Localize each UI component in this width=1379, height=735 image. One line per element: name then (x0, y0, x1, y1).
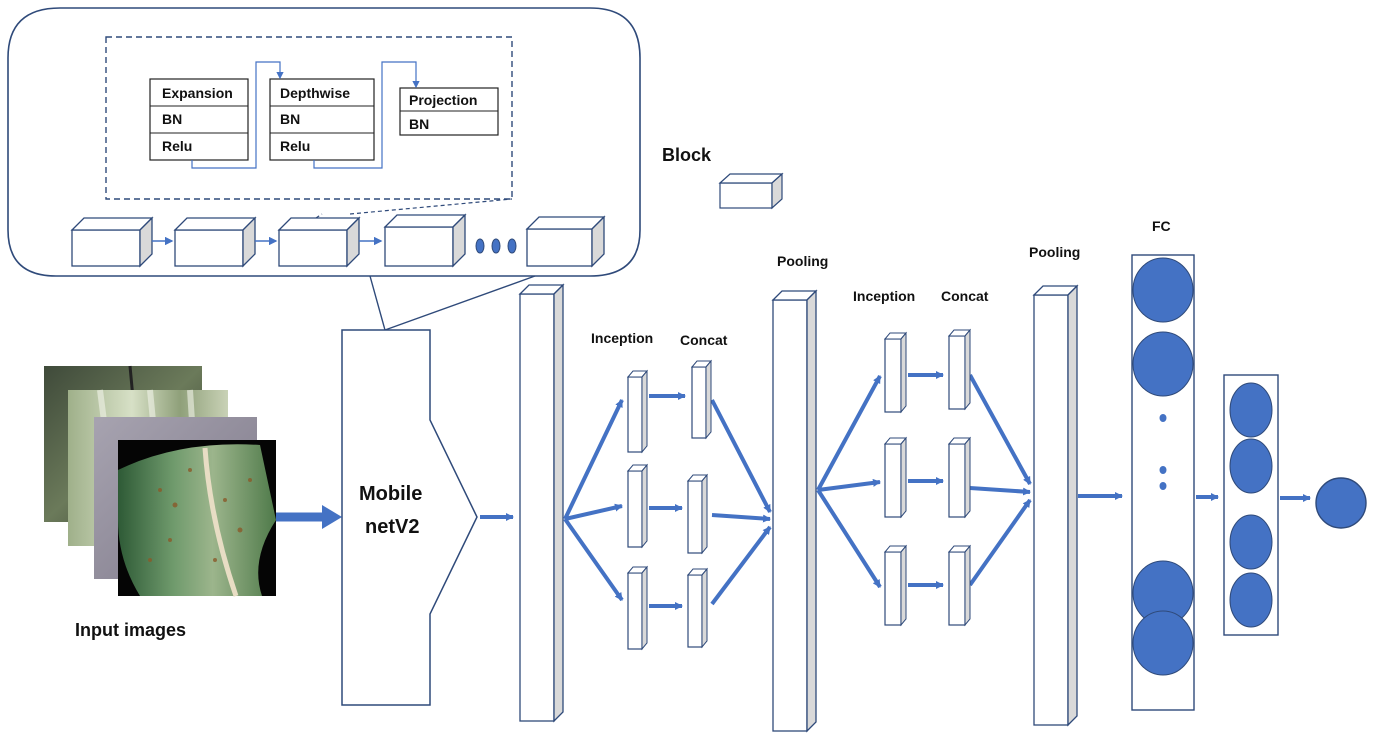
relu-label: Relu (280, 138, 310, 154)
pooling-label-2: Pooling (1029, 244, 1080, 260)
pooling-layer-2 (1032, 284, 1079, 727)
block-4 (383, 213, 467, 268)
concat-2-bot (947, 544, 972, 627)
inception-1-conv-top (626, 369, 649, 454)
block-2 (173, 216, 257, 268)
pooling-label-1: Pooling (777, 253, 828, 269)
projection-label: Projection (409, 92, 477, 108)
block-chain (70, 213, 606, 268)
input-images-stack (44, 365, 276, 597)
fc-dot (1159, 414, 1167, 422)
pooling-layer-1 (771, 289, 818, 733)
bn-label: BN (280, 111, 300, 127)
inception-2-branches (816, 371, 1032, 589)
concat-2-top (947, 328, 972, 411)
fc-node (1132, 610, 1194, 676)
fc-node (1132, 257, 1194, 323)
ellipsis-dots (475, 238, 517, 254)
mobilenet-detail-callout: Expansion BN Relu Depthwise BN Relu Proj… (7, 7, 641, 331)
fc-label: FC (1152, 218, 1171, 234)
projection-table: Projection BN (399, 87, 499, 136)
concat-2-mid (947, 436, 972, 519)
mobilenet-label-line2: netV2 (365, 516, 419, 538)
block-3 (277, 216, 361, 268)
feature-map-1 (518, 283, 565, 723)
dense-node (1229, 382, 1273, 438)
concat-1-top (690, 359, 713, 440)
block-1 (70, 216, 154, 268)
expansion-label: Expansion (162, 85, 233, 101)
block-legend-icon (718, 172, 784, 210)
concat-1-mid (686, 473, 709, 555)
block-legend-label: Block (662, 145, 712, 165)
input-images-label: Input images (75, 620, 186, 640)
concat-label-2: Concat (941, 288, 989, 304)
relu-label: Relu (162, 138, 192, 154)
fc-layer (1131, 254, 1195, 711)
inception-2-conv-mid (883, 436, 908, 519)
inception-1-conv-bot (626, 565, 649, 651)
inception-1-conv-mid (626, 463, 649, 549)
depthwise-label: Depthwise (280, 85, 350, 101)
fc-dot (1159, 482, 1167, 490)
inception-2-conv-bot (883, 544, 908, 627)
inception-2-conv-top (883, 331, 908, 414)
dense-node (1229, 572, 1273, 628)
concat-1-bot (686, 567, 709, 649)
fc-node (1132, 331, 1194, 397)
inception-label-2: Inception (853, 288, 915, 304)
expansion-table: Expansion BN Relu (149, 78, 249, 161)
bn-label: BN (162, 111, 182, 127)
block-5 (525, 215, 606, 268)
dense-layer-2 (1223, 374, 1279, 636)
dense-node (1229, 438, 1273, 494)
dense-node (1229, 514, 1273, 570)
block-detail-box (105, 36, 513, 200)
mobilenet-label-line1: Mobile (359, 483, 422, 505)
concat-label-1: Concat (680, 332, 728, 348)
inception-label-1: Inception (591, 330, 653, 346)
mobilenetv2-block (341, 329, 478, 706)
output-node (1315, 477, 1367, 529)
fc-dot (1159, 466, 1167, 474)
depthwise-table: Depthwise BN Relu (269, 78, 375, 161)
bn-label: BN (409, 116, 429, 132)
inception-1-branches (563, 392, 772, 610)
